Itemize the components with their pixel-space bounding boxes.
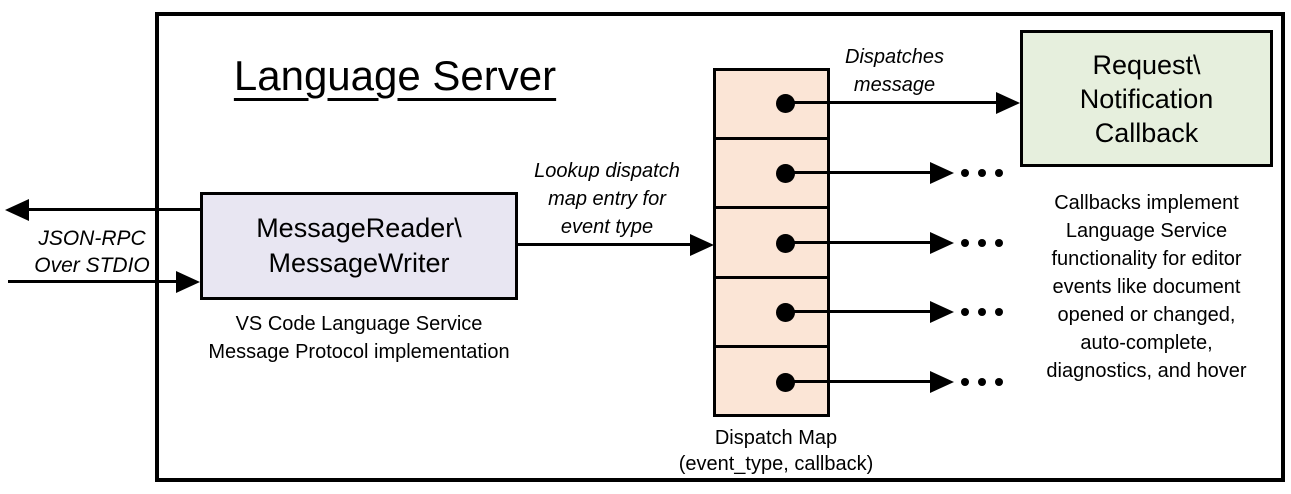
json-rpc-label-line2: Over STDIO — [34, 254, 150, 277]
dispatches-label-line1: Dispatches — [845, 46, 944, 68]
lookup-label-line1: Lookup dispatch — [534, 160, 680, 182]
lookup-label-line3: event type — [560, 216, 654, 238]
dispatch-arrow-line — [785, 380, 931, 383]
dispatch-arrow-line — [785, 241, 931, 244]
reader-caption-line1: VS Code Language Service — [235, 313, 483, 335]
json-rpc-label: JSON-RPC Over STDIO — [12, 225, 172, 279]
dispatch-map-cell — [716, 209, 827, 279]
callbacks-note-line: events like document — [1052, 276, 1241, 298]
dispatch-arrowhead-icon — [930, 301, 954, 323]
reader-node-line1: MessageReader\ — [256, 213, 462, 243]
callbacks-note-line: Callbacks implement — [1054, 192, 1239, 214]
json-rpc-label-line1: JSON-RPC — [38, 227, 146, 250]
dispatch-arrowhead-icon — [996, 92, 1020, 114]
request-notification-callback-node: Request\ Notification Callback — [1020, 30, 1273, 167]
dispatch-arrowhead-icon — [930, 162, 954, 184]
callbacks-note-line: Language Service — [1065, 220, 1228, 242]
stdio-in-arrowhead-icon — [176, 271, 200, 293]
callback-node-line2: Notification — [1079, 83, 1214, 114]
lookup-arrowhead-icon — [690, 234, 714, 256]
callbacks-note: Callbacks implement Language Service fun… — [1026, 189, 1267, 385]
dispatch-map-caption-line1: Dispatch Map — [714, 427, 838, 449]
dispatch-arrowhead-icon — [930, 371, 954, 393]
reader-node-caption: VS Code Language Service Message Protoco… — [186, 310, 532, 366]
dispatch-arrow-line — [785, 310, 931, 313]
dispatch-map-cells — [716, 71, 827, 414]
dispatches-label-line2: message — [853, 74, 936, 96]
dispatch-map-caption-line2: (event_type, callback) — [678, 453, 874, 475]
callback-node-line3: Callback — [1094, 117, 1199, 148]
message-reader-writer-node: MessageReader\ MessageWriter — [200, 192, 518, 300]
ellipsis-icon — [961, 239, 1003, 247]
reader-caption-line2: Message Protocol implementation — [208, 341, 510, 363]
stdio-in-arrow-line — [8, 280, 178, 283]
dispatch-arrowhead-icon — [930, 232, 954, 254]
lookup-label: Lookup dispatch map entry for event type — [517, 157, 697, 241]
reader-node-line2: MessageWriter — [268, 248, 450, 278]
callback-node-line1: Request\ — [1092, 49, 1201, 80]
diagram-title: Language Server — [233, 52, 557, 99]
language-server-boundary-box — [155, 12, 1285, 482]
dispatch-map-cell — [716, 71, 827, 141]
ellipsis-icon — [961, 378, 1003, 386]
dispatch-arrow-line — [785, 101, 997, 104]
dispatch-map-caption: Dispatch Map (event_type, callback) — [656, 425, 896, 477]
lookup-label-line2: map entry for — [548, 188, 666, 210]
callbacks-note-line: diagnostics, and hover — [1046, 360, 1247, 382]
dispatch-map-cell — [716, 140, 827, 210]
lookup-arrow-line — [518, 243, 692, 246]
callbacks-note-line: auto-complete, — [1080, 332, 1213, 354]
stdio-out-arrow-line — [26, 208, 200, 211]
dispatches-message-label: Dispatches message — [812, 43, 977, 99]
callbacks-note-line: opened or changed, — [1057, 304, 1236, 326]
ellipsis-icon — [961, 169, 1003, 177]
dispatch-map-cell — [716, 279, 827, 348]
ellipsis-icon — [961, 308, 1003, 316]
stdio-out-arrowhead-icon — [5, 199, 29, 221]
dispatch-arrow-line — [785, 171, 931, 174]
callbacks-note-line: functionality for editor — [1051, 248, 1242, 270]
